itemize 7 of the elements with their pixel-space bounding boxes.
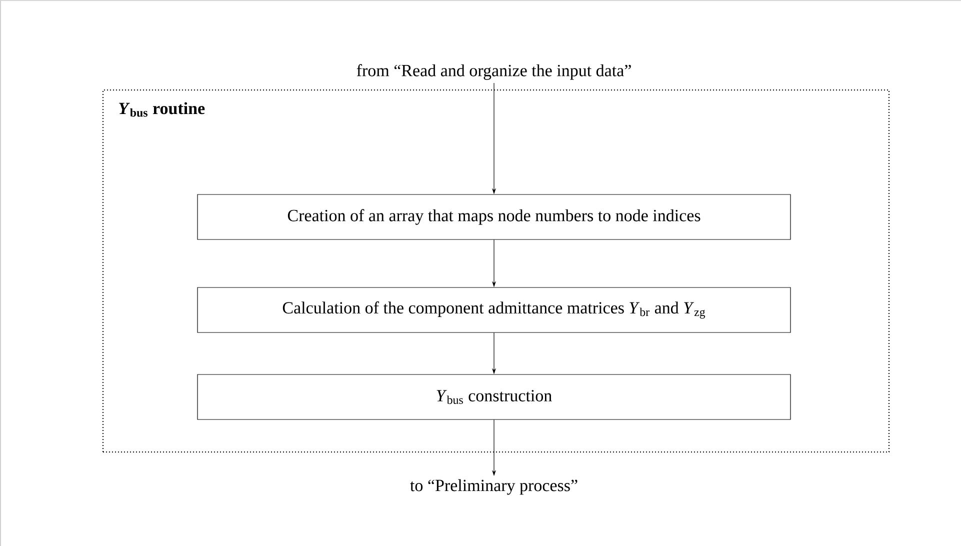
process-box: Calculation of the component admittance matrices Y$_{br}$ and Y$_{zg}$ [197, 287, 791, 333]
note-text: to “Preliminary process” [410, 479, 578, 495]
process-box: Y$_{bus}$ construction [197, 374, 791, 420]
group-heading: Y$_{bus}$ routine [119, 102, 205, 117]
note-text: from “Read and organize the input data” [356, 64, 631, 80]
dotted-group-box [102, 90, 890, 452]
process-box: Creation of an array that maps node numbers to node indices [197, 194, 791, 240]
